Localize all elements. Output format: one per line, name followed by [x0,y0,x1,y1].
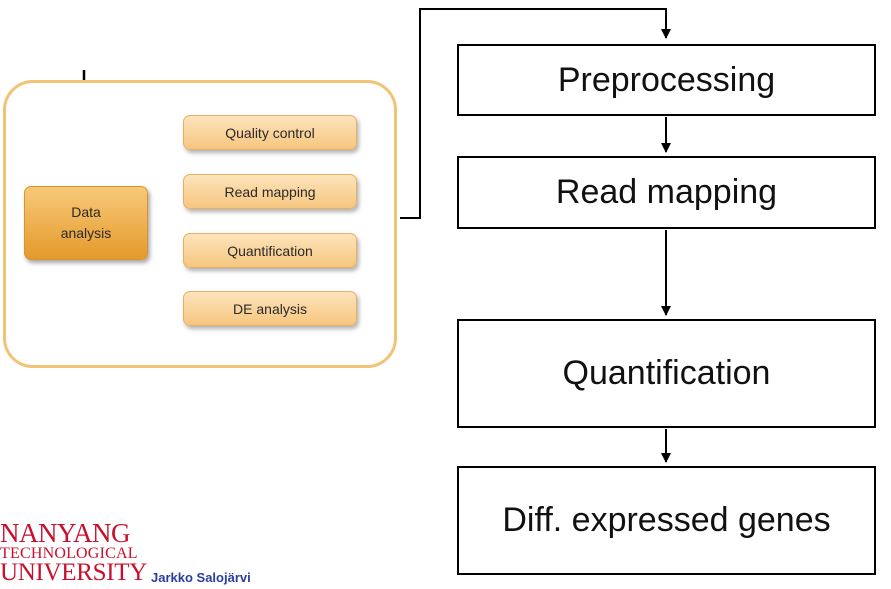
pipeline-step-quantification: Quantification [457,319,876,428]
data-analysis-label-line1: Data [71,204,101,220]
logo-line-2: TECHNOLOGICAL [0,545,138,562]
pipeline-step-diff-expressed-genes: Diff. expressed genes [457,466,876,575]
logo-line-3: UNIVERSITY [0,559,147,586]
logo-line-1: NANYANG [0,518,131,548]
pipeline-entry-arrow [400,8,671,219]
author-name: Jarkko Salojärvi [151,570,251,585]
ntu-logo: NANYANG TECHNOLOGICAL UNIVERSITY [0,518,147,586]
data-analysis-label-line2: analysis [60,225,112,241]
sub-step-quantification: Quantification [183,233,357,268]
sub-step-de-analysis: DE analysis [183,291,357,326]
pipeline-step-preprocessing: Preprocessing [457,44,876,116]
sub-step-quality-control: Quality control [183,115,357,150]
pipeline-step-read-mapping: Read mapping [457,156,876,229]
sub-step-read-mapping: Read mapping [183,174,357,209]
data-analysis-box: Data analysis [24,186,148,260]
